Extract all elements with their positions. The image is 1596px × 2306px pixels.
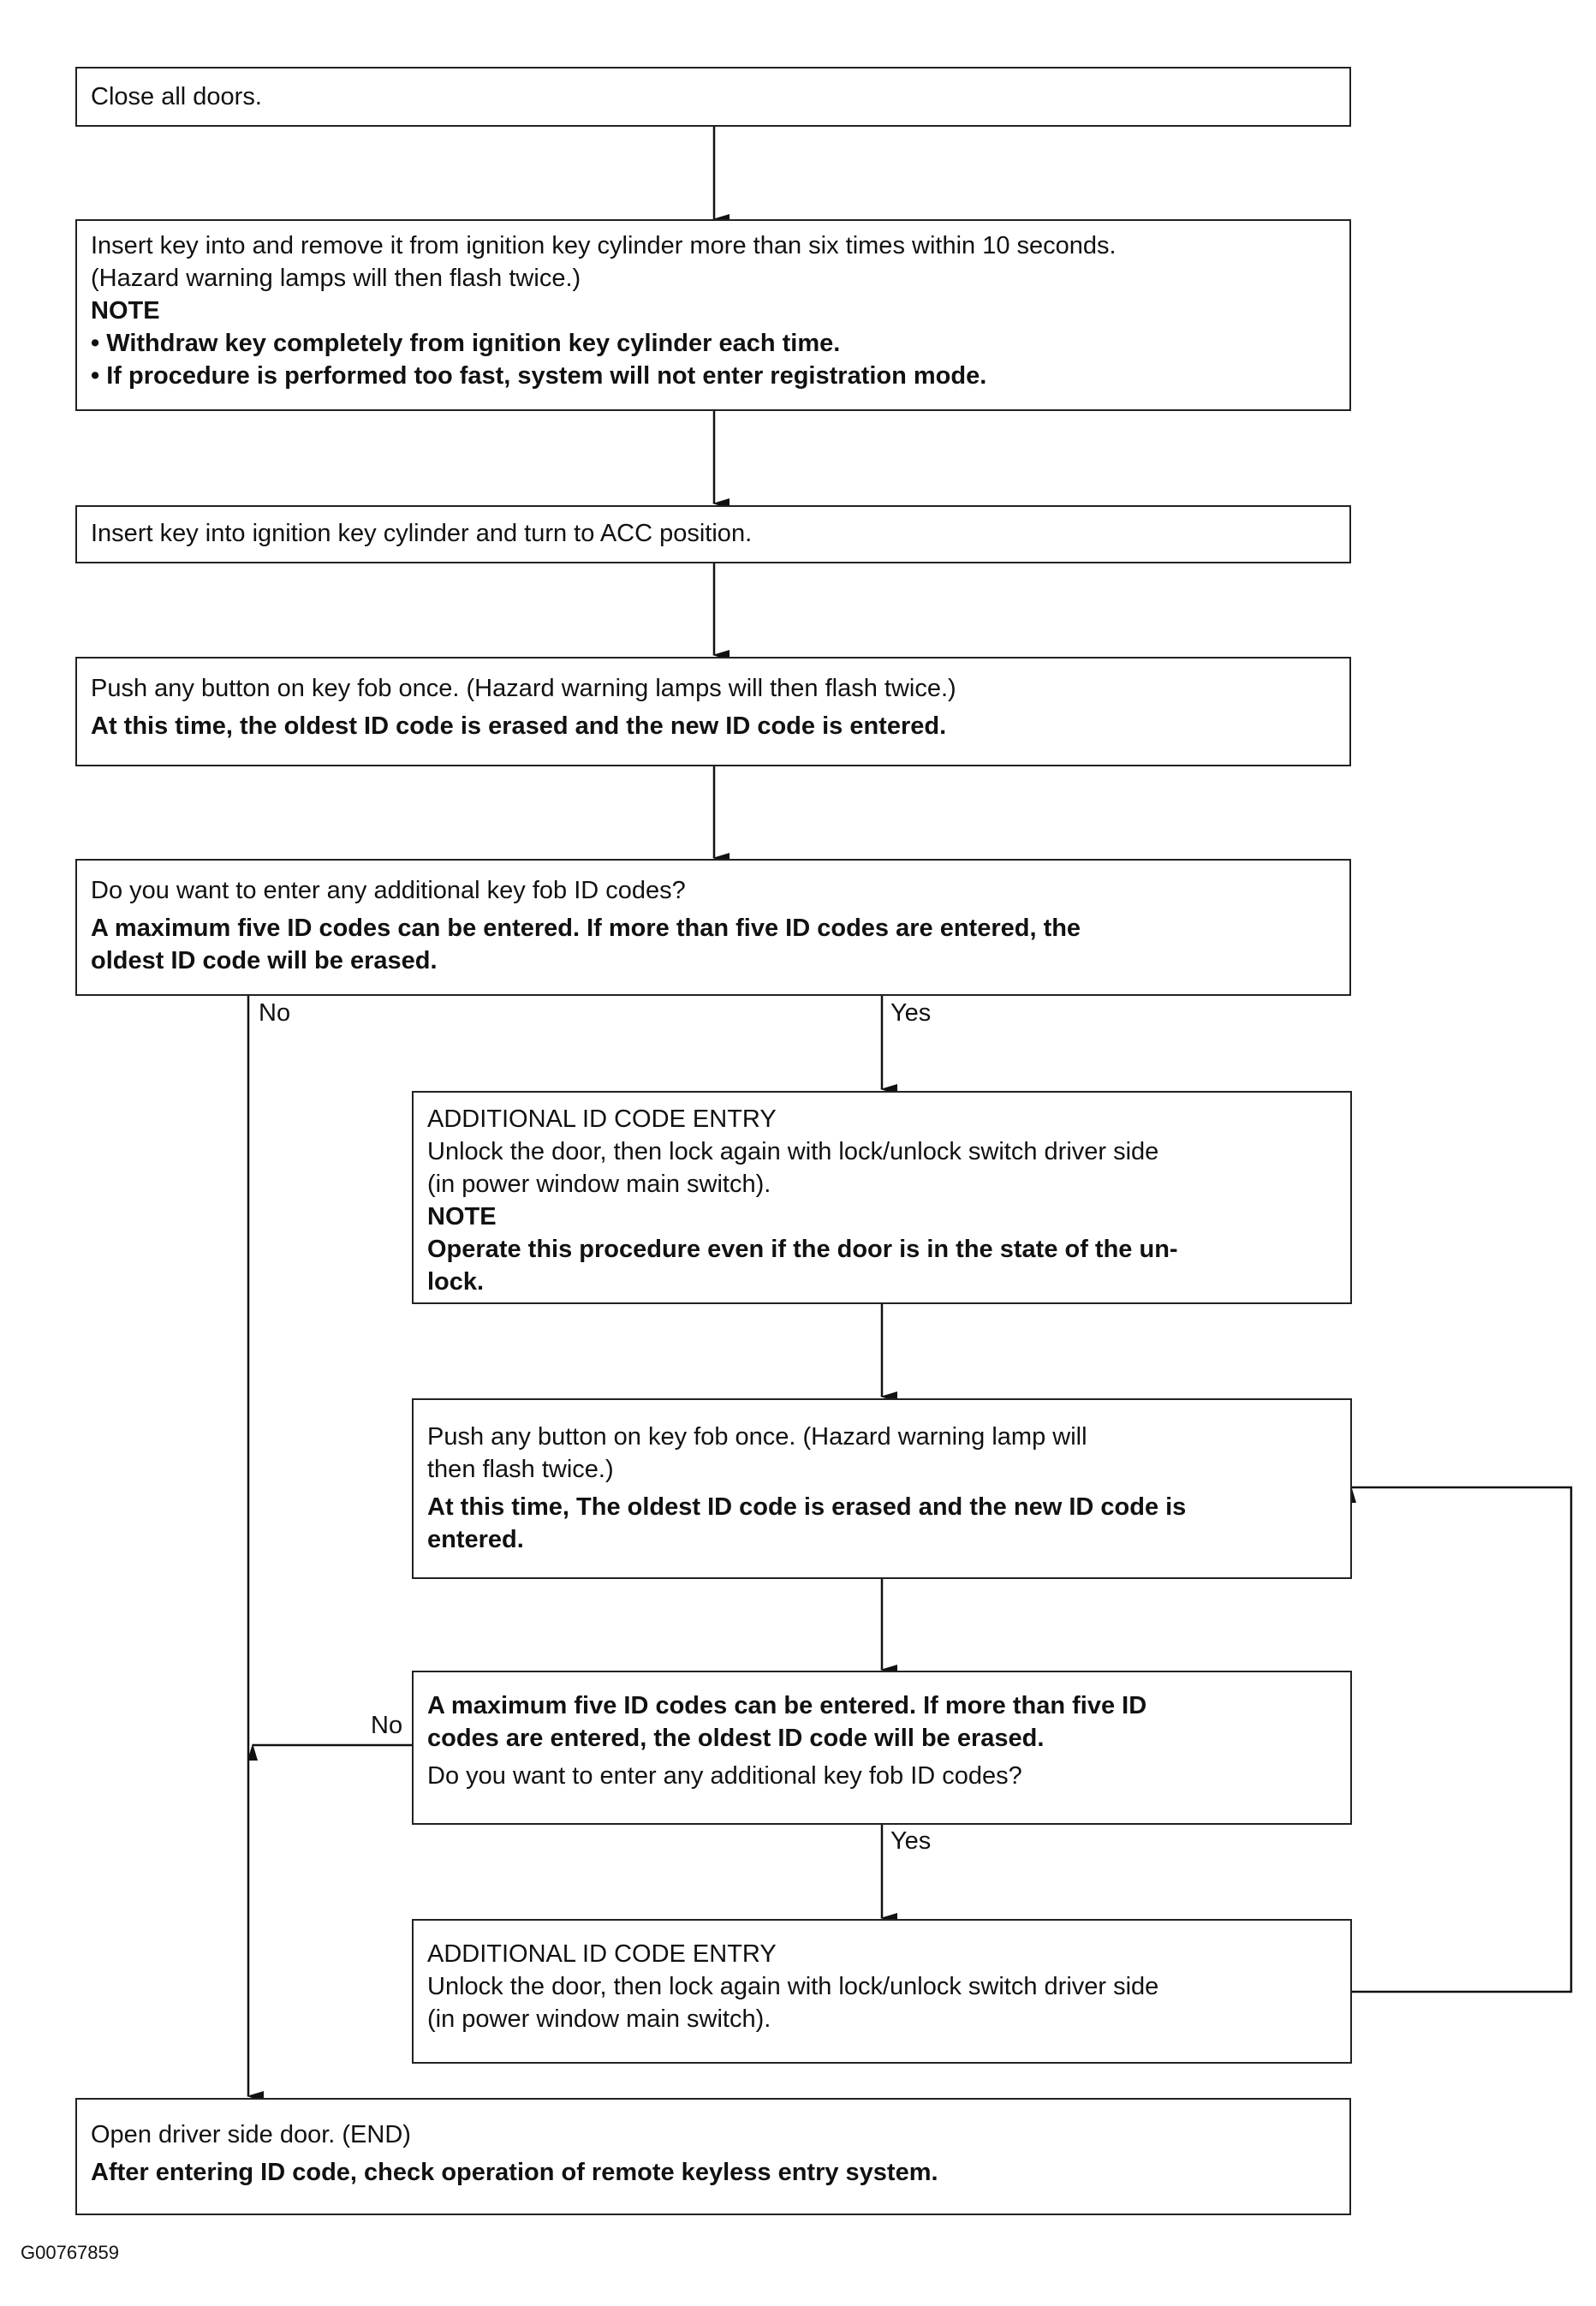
step-bold-text: At this time, The oldest ID code is eras… [427,1493,1187,1521]
step-text: Push any button on key fob once. (Hazard… [427,1423,1087,1451]
step-text: Do you want to enter any additional key … [91,877,686,904]
step-text: Unlock the door, then lock again with lo… [427,1138,1159,1165]
note-heading: NOTE [427,1203,497,1230]
step-text: Push any button on key fob once. (Hazard… [91,675,956,702]
step-bold-text: A maximum five ID codes can be entered. … [427,1692,1147,1719]
step-push-fob-again: Push any button on key fob once. (Hazard… [412,1398,1352,1579]
step-text: (Hazard warning lamps will then flash tw… [91,265,581,292]
note-bullet: • If procedure is performed too fast, sy… [91,362,987,390]
step-close-doors: Close all doors. [75,67,1351,127]
step-text: Unlock the door, then lock again with lo… [427,1973,1159,2000]
step-bold-text: codes are entered, the oldest ID code wi… [427,1725,1045,1752]
step-bold-text: At this time, the oldest ID code is eras… [91,712,947,740]
step-text: then flash twice.) [427,1456,614,1483]
step-text: Open driver side door. (END) [91,2121,411,2148]
step-bold-text: entered. [427,1526,524,1553]
step-text: Do you want to enter any additional key … [427,1762,1022,1790]
decision-additional-codes: Do you want to enter any additional key … [75,859,1351,996]
step-bold-text: Operate this procedure even if the door … [427,1236,1178,1263]
branch-label-yes: Yes [890,999,932,1027]
loop-line [1349,1486,1573,1993]
step-end: Open driver side door. (END) After enter… [75,2098,1351,2215]
branch-label-no: No [259,999,291,1027]
step-turn-to-acc: Insert key into ignition key cylinder an… [75,505,1351,563]
step-text: Insert key into and remove it from ignit… [91,232,1117,259]
step-bold-text: After entering ID code, check operation … [91,2159,938,2186]
step-insert-remove-key: Insert key into and remove it from ignit… [75,219,1351,411]
branch-label-yes: Yes [890,1827,932,1855]
step-text: ADDITIONAL ID CODE ENTRY [427,1940,777,1968]
step-text: ADDITIONAL ID CODE ENTRY [427,1105,777,1133]
step-bold-text: lock. [427,1268,485,1296]
note-heading: NOTE [91,297,160,325]
figure-id: G00767859 [21,2242,119,2263]
note-bullet: • Withdraw key completely from ignition … [91,330,841,357]
step-additional-entry-1: ADDITIONAL ID CODE ENTRY Unlock the door… [412,1091,1352,1304]
step-bold-text: oldest ID code will be erased. [91,947,438,974]
step-bold-text: A maximum five ID codes can be entered. … [91,915,1081,942]
branch-label-no: No [371,1712,403,1739]
step-text: (in power window main switch). [427,1171,771,1198]
step-text: (in power window main switch). [427,2005,771,2033]
step-text: Insert key into ignition key cylinder an… [91,520,753,547]
step-push-fob-button: Push any button on key fob once. (Hazard… [75,657,1351,766]
step-additional-entry-2: ADDITIONAL ID CODE ENTRY Unlock the door… [412,1919,1352,2064]
decision-more-codes: A maximum five ID codes can be entered. … [412,1671,1352,1825]
step-text: Close all doors. [91,83,262,110]
